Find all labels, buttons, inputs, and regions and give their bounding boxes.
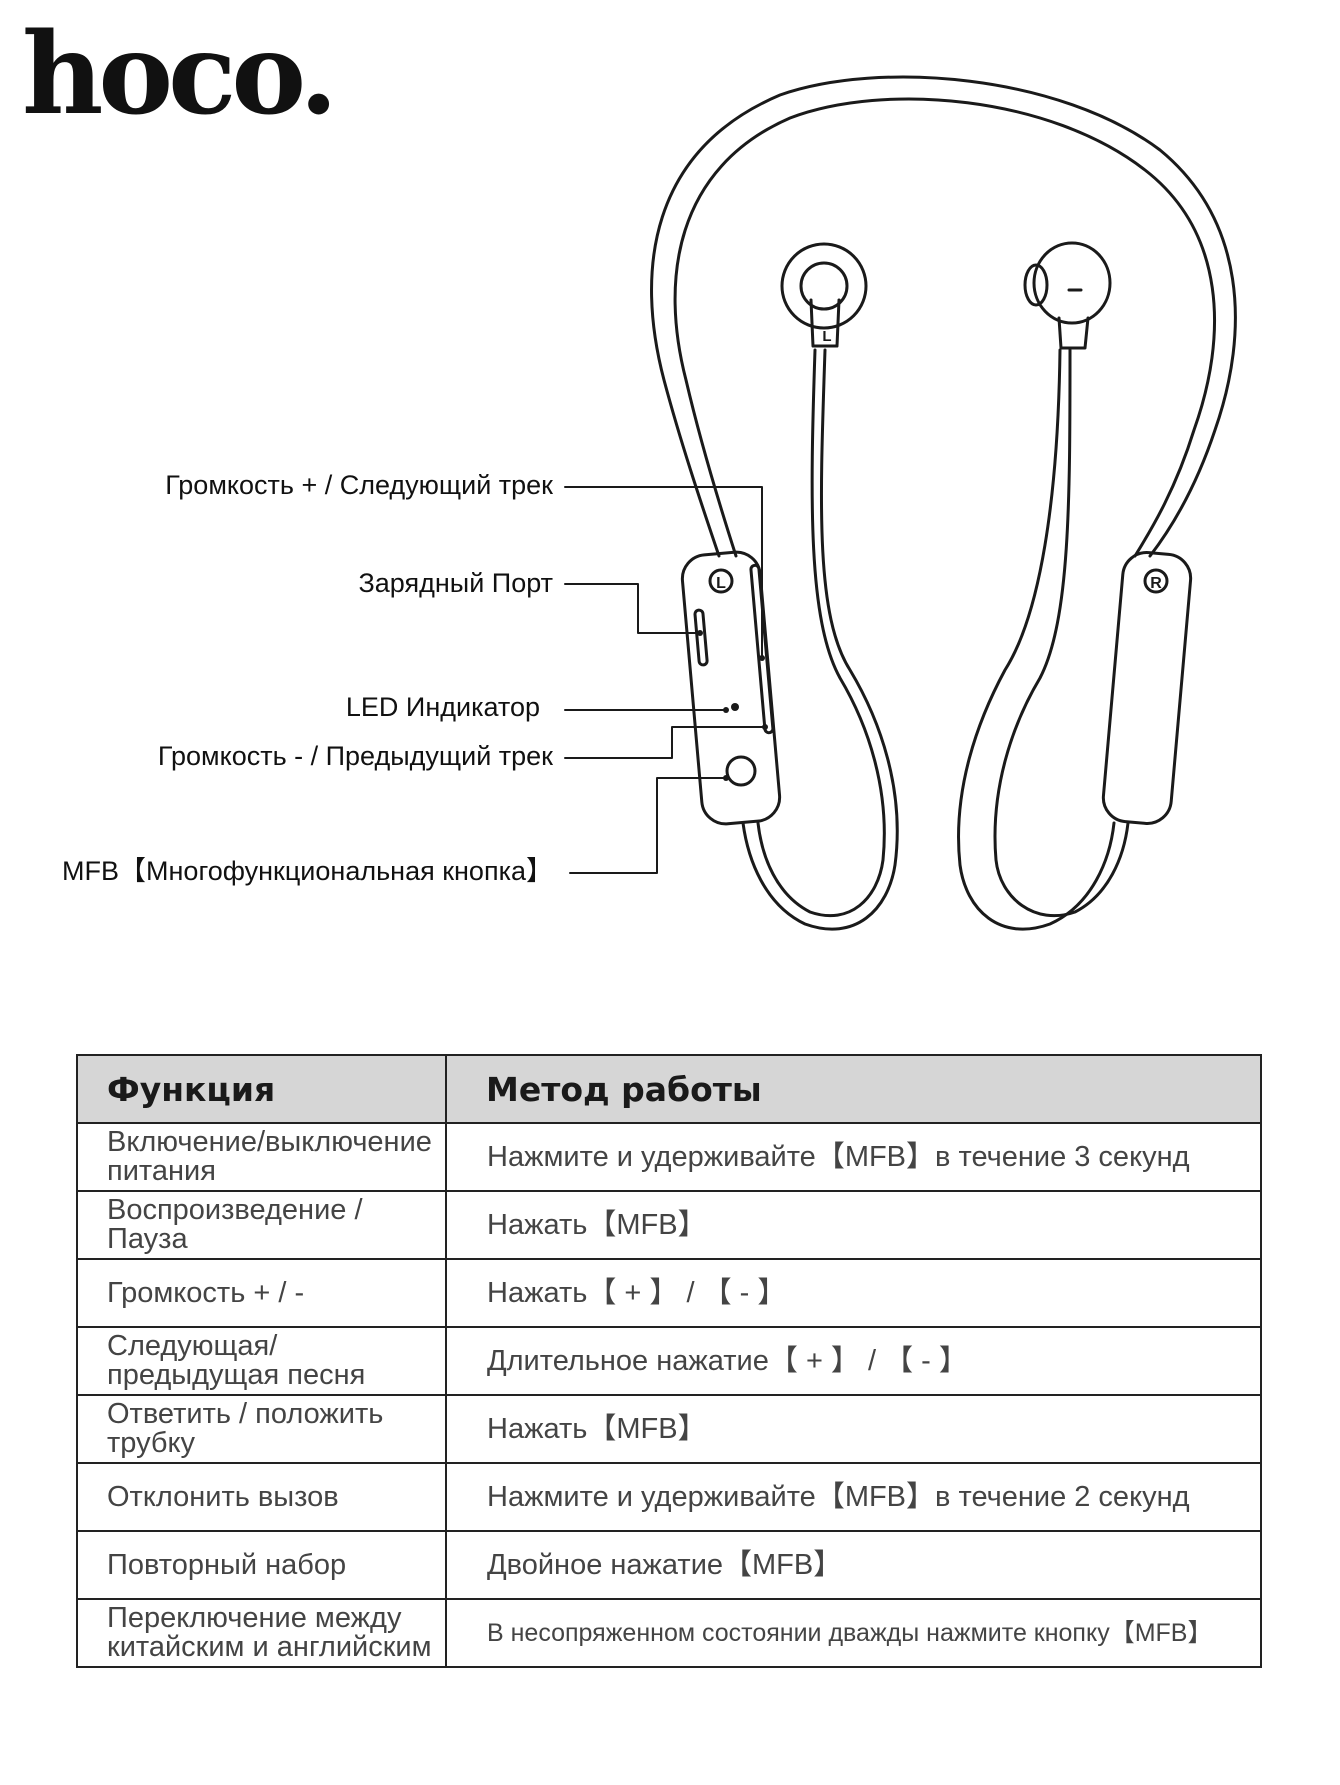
left-earbud-label: L	[822, 328, 831, 345]
callout-volume-plus: Громкость + / Следующий трек	[165, 470, 553, 500]
leader-volume-plus	[564, 486, 763, 659]
method-cell: Нажать【MFB】	[445, 1394, 1262, 1464]
method-cell: Длительное нажатие【 + 】 / 【 - 】	[445, 1326, 1262, 1396]
callout-charging-port: Зарядный Порт	[358, 568, 553, 598]
mfb-button-drawing	[725, 755, 757, 787]
right-earbud-tip	[1023, 263, 1049, 307]
method-cell: Нажать【MFB】	[445, 1190, 1262, 1260]
header-method: Метод работы	[445, 1054, 1262, 1124]
right-module	[1101, 551, 1193, 825]
function-cell: Отклонить вызов	[76, 1462, 447, 1532]
leader-volume-minus	[564, 726, 766, 759]
left-cable-inner	[756, 348, 886, 918]
function-cell: Громкость + / -	[76, 1258, 447, 1328]
neckband-headphones-diagram: L R L	[564, 75, 1237, 931]
right-earbud-stem	[1057, 316, 1090, 350]
left-cable	[741, 348, 899, 931]
right-marker-icon	[1143, 568, 1169, 594]
volume-plus-button-drawing	[749, 563, 775, 735]
method-cell: Нажмите и удерживайте【MFB】в течение 2 се…	[445, 1462, 1262, 1532]
function-cell: Воспроизведение / Пауза	[76, 1190, 447, 1260]
callout-volume-minus: Громкость - / Предыдущий трек	[157, 741, 553, 771]
leader-mfb	[569, 777, 727, 874]
callout-led-indicator: LED Индикатор	[345, 692, 540, 722]
right-cable	[957, 348, 1116, 931]
left-marker-label: L	[716, 575, 726, 592]
function-cell: Ответить / положить трубку	[76, 1394, 447, 1464]
left-earbud-shell	[780, 242, 868, 330]
function-table: Функция Метод работы Включение/выключени…	[76, 1054, 1262, 1668]
function-cell: Включение/выключение питания	[76, 1122, 447, 1192]
function-cell: Следующая/ предыдущая песня	[76, 1326, 447, 1396]
leader-charging-port	[564, 583, 701, 634]
brand-logo: hoco.	[22, 9, 338, 140]
led-indicator-dot	[731, 703, 739, 711]
right-marker-label: R	[1150, 575, 1162, 592]
right-earbud-shell	[1032, 241, 1112, 325]
table-row: Переключение между китайским и английски…	[76, 1598, 1262, 1668]
function-cell: Переключение между китайским и английски…	[76, 1598, 447, 1668]
left-control-module	[680, 550, 782, 826]
header-function: Функция	[76, 1054, 447, 1124]
charging-port-drawing	[693, 608, 709, 667]
table-header-row: Функция Метод работы	[76, 1054, 1262, 1124]
function-cell: Повторный набор	[76, 1530, 447, 1600]
left-earbud-speaker	[799, 261, 849, 311]
method-cell: Двойное нажатие【MFB】	[445, 1530, 1262, 1600]
table-row: Громкость + / -Нажать【 + 】 / 【 - 】	[76, 1258, 1262, 1328]
neckband-inner	[673, 97, 1217, 558]
right-cable-inner	[993, 348, 1130, 918]
method-cell: В несопряженном состоянии дважды нажмите…	[445, 1598, 1262, 1668]
left-marker-icon	[708, 568, 734, 594]
left-earbud-stem	[809, 298, 841, 348]
neckband-outer	[650, 75, 1237, 558]
method-cell: Нажмите и удерживайте【MFB】в течение 3 се…	[445, 1122, 1262, 1192]
callout-mfb: MFB【Многофункциональная кнопка】	[62, 856, 553, 886]
method-cell: Нажать【 + 】 / 【 - 】	[445, 1258, 1262, 1328]
